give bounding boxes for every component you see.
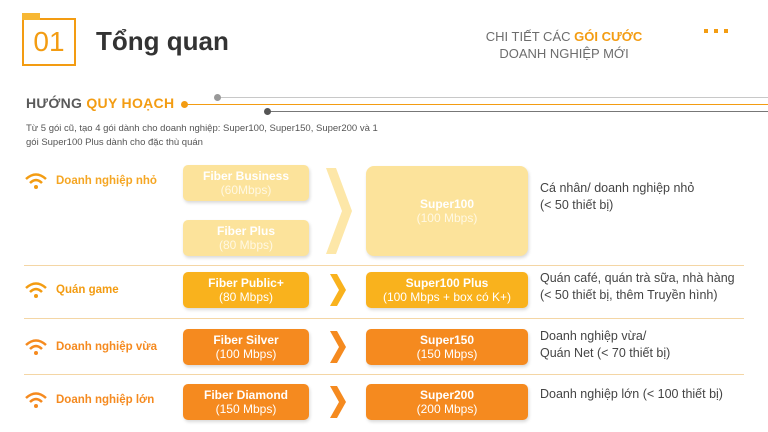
segment-label: Doanh nghiệp vừa xyxy=(56,341,157,353)
section-description: Từ 5 gói cũ, tạo 4 gói dành cho doanh ng… xyxy=(26,123,378,148)
new-package-super200: Super200(200 Mbps) xyxy=(366,384,528,420)
divider xyxy=(24,265,744,266)
old-package-fiber-diamond: Fiber Diamond(150 Mbps) xyxy=(183,384,309,420)
decor-dot-orange xyxy=(181,101,188,108)
chevron-right-icon xyxy=(330,274,346,306)
new-package-super150: Super150(150 Mbps) xyxy=(366,329,528,365)
chevron-right-icon xyxy=(326,168,352,254)
decor-line-orange xyxy=(186,104,768,105)
segment-description: Doanh nghiệp lớn (< 100 thiết bị) xyxy=(540,387,723,401)
chevron-right-icon xyxy=(330,386,346,418)
segment-label: Doanh nghiệp nhỏ xyxy=(56,175,157,187)
old-package-fiber-silver: Fiber Silver(100 Mbps) xyxy=(183,329,309,365)
section-title: HƯỚNG QUY HOẠCH xyxy=(26,95,175,111)
new-package-super100-plus: Super100 Plus(100 Mbps + box có K+) xyxy=(366,272,528,308)
segment-large-business: Doanh nghiệp lớn xyxy=(24,391,154,409)
wifi-icon xyxy=(25,392,47,408)
segment-small-business: Doanh nghiệp nhỏ xyxy=(24,172,157,190)
wifi-icon xyxy=(25,339,47,355)
segment-description: Cá nhân/ doanh nghiệp nhỏ(< 50 thiết bị) xyxy=(540,181,695,212)
divider xyxy=(24,318,744,319)
decor-line-dark xyxy=(268,111,768,112)
wifi-icon xyxy=(25,173,47,189)
divider xyxy=(24,374,744,375)
decor-dots xyxy=(704,20,734,38)
segment-description: Doanh nghiệp vừa/Quán Net (< 70 thiết bị… xyxy=(540,329,671,360)
old-package-fiber-public-plus: Fiber Public+(80 Mbps) xyxy=(183,272,309,308)
new-package-super100: Super100(100 Mbps) xyxy=(366,166,528,256)
segment-label: Doanh nghiệp lớn xyxy=(56,394,155,406)
segment-label: Quán game xyxy=(56,284,119,296)
old-package-fiber-business: Fiber Business(60Mbps) xyxy=(183,165,309,201)
segment-game-shop: Quán game xyxy=(24,281,119,299)
chevron-right-icon xyxy=(330,331,346,363)
page-title: Tổng quan xyxy=(96,26,229,56)
old-package-fiber-plus: Fiber Plus(80 Mbps) xyxy=(183,220,309,256)
decor-line-gray xyxy=(218,97,768,98)
segment-description: Quán café, quán trà sữa, nhà hàng(< 50 t… xyxy=(540,271,735,302)
decor-dot-dark xyxy=(264,108,271,115)
section-number: 01 xyxy=(22,13,76,66)
page-subtitle: CHI TIẾT CÁC GÓI CƯỚC DOANH NGHIỆP MỚI xyxy=(485,29,643,61)
wifi-icon xyxy=(25,282,47,298)
segment-medium-business: Doanh nghiệp vừa xyxy=(24,338,157,356)
decor-dot-gray xyxy=(214,94,221,101)
